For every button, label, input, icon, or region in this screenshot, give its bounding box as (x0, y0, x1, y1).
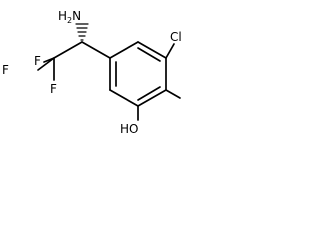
ring-bond-c5-c6 (109, 89, 139, 107)
amine-label: H2N (58, 9, 81, 25)
ring-bond-c4-c5 (137, 89, 167, 107)
bond-cf3-to-f-left (37, 57, 55, 71)
structure-canvas: H2N Cl HO F F F (0, 0, 192, 155)
bond-chiral-to-cf3 (53, 41, 83, 59)
chlorine-label: Cl (170, 30, 182, 44)
ring-double-bond-c2-c3 (137, 47, 161, 62)
hashed-wedge-bond (75, 23, 89, 41)
molecule-diagram: H2N Cl HO F F F (2, 9, 182, 136)
ring-double-bond-c4-c5 (137, 86, 161, 101)
fluorine-top-label: F (34, 54, 41, 68)
bond-ring-to-methyl (165, 89, 181, 99)
hydroxyl-label: HO (120, 122, 138, 136)
ring-bond-c1-c2 (109, 41, 139, 59)
fluorine-left-label: F (2, 63, 9, 77)
ring-bond-c2-c3 (137, 41, 167, 59)
fluorine-bottom-label: F (50, 82, 57, 96)
bond-ring-to-chiral-carbon (81, 41, 111, 59)
bond-ring-to-cl (165, 43, 175, 59)
